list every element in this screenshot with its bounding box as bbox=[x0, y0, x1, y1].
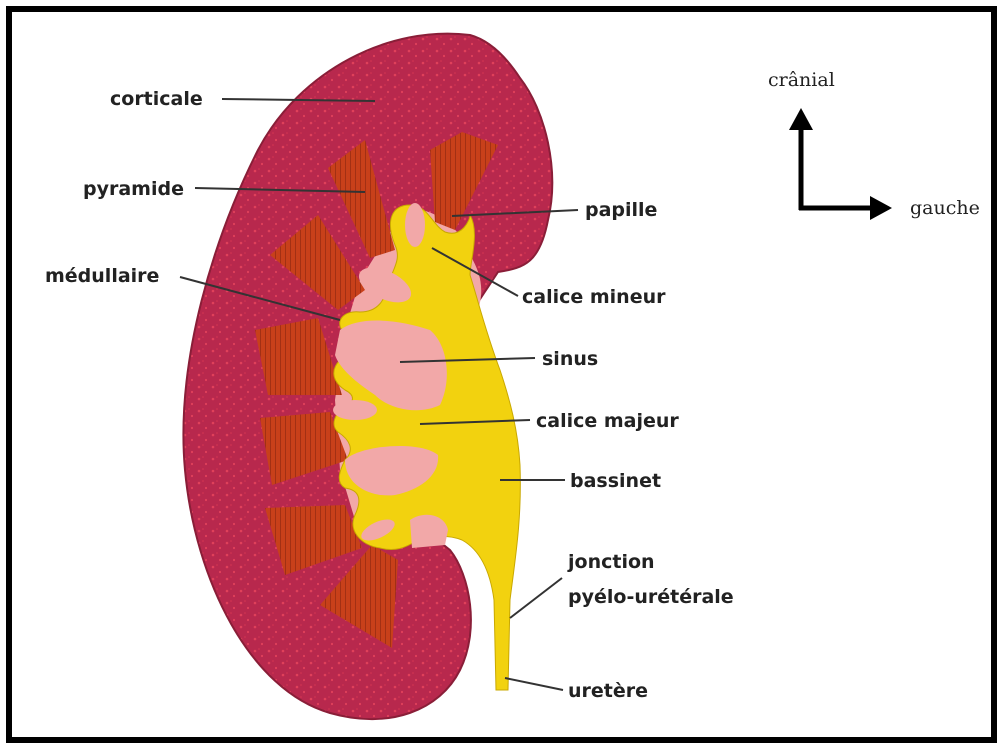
label-jonction-line1: jonction bbox=[567, 551, 655, 573]
label-cranial: crânial bbox=[768, 69, 835, 91]
label-bassinet: bassinet bbox=[570, 470, 661, 492]
orientation-indicator: crânial gauche bbox=[768, 69, 980, 220]
label-jonction-line2: pyélo-urétérale bbox=[568, 586, 734, 608]
sinus-island-3 bbox=[333, 400, 377, 420]
label-pyramide: pyramide bbox=[83, 178, 184, 200]
arrow-up-icon bbox=[789, 108, 813, 130]
label-gauche: gauche bbox=[910, 197, 980, 219]
label-sinus: sinus bbox=[542, 348, 598, 370]
arrow-right-icon bbox=[870, 196, 892, 220]
label-papille: papille bbox=[585, 199, 657, 221]
sinus-island-1 bbox=[405, 203, 425, 247]
leader-jonction bbox=[510, 578, 562, 618]
label-uretere: uretère bbox=[568, 680, 648, 702]
leader-uretere bbox=[505, 678, 563, 690]
label-corticale: corticale bbox=[110, 88, 203, 110]
label-calice-majeur: calice majeur bbox=[536, 410, 679, 432]
label-calice-mineur: calice mineur bbox=[522, 286, 666, 308]
label-medullaire: médullaire bbox=[45, 265, 159, 287]
